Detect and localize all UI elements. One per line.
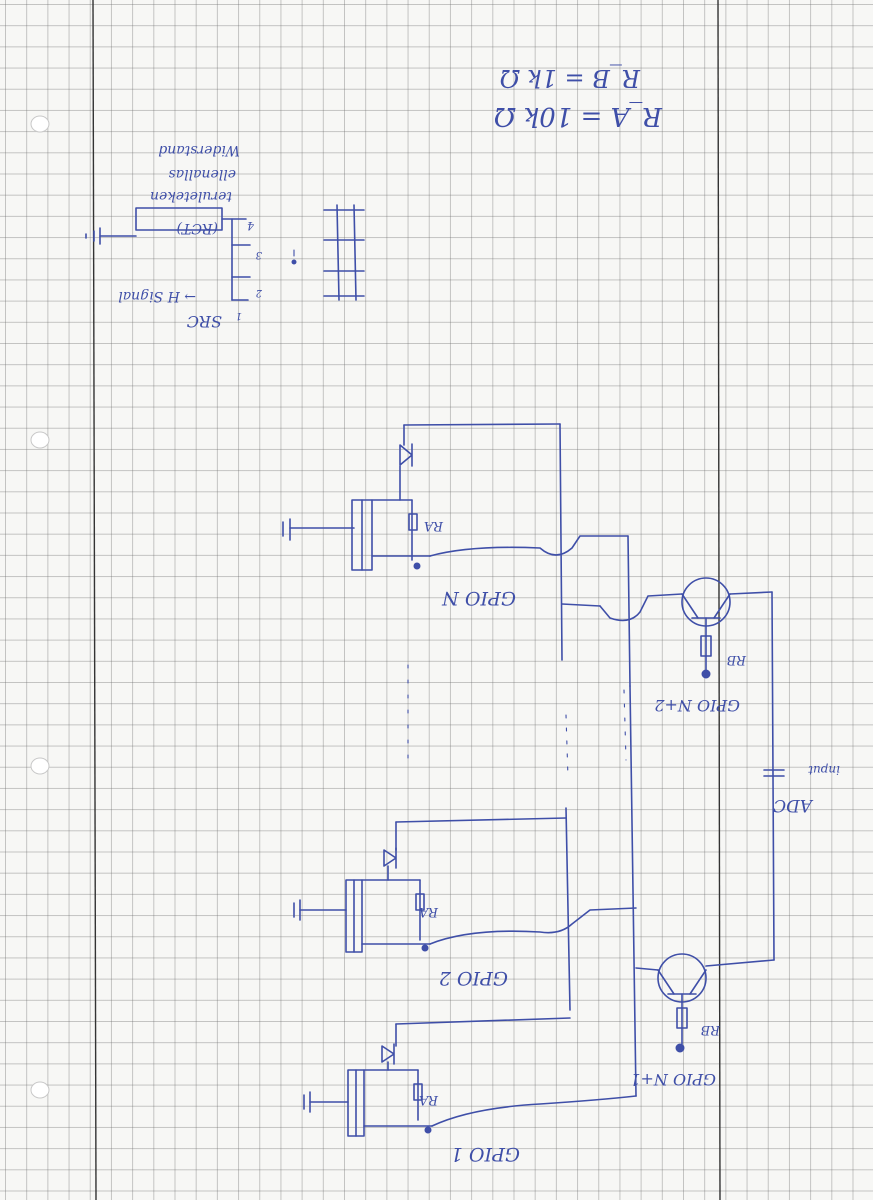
- header-strip-sketch: [323, 204, 365, 301]
- binder-holes: [30, 115, 50, 1099]
- pin-3-label: 3: [256, 249, 262, 260]
- component-note-line2: ellenallas: [169, 166, 236, 182]
- component-code: (RCT): [176, 220, 218, 236]
- pin-2-label: 2: [256, 287, 263, 298]
- adc-input: ADC input: [763, 763, 840, 815]
- component-sketch: [85, 207, 297, 301]
- diode-symbol: [399, 443, 413, 467]
- continuation-dots: [407, 664, 627, 779]
- gpio-label-transistor-top: GPIO N+2: [654, 696, 740, 715]
- stage-gpio-2: RA GPIO 2: [293, 807, 637, 1011]
- resistor-values-note: R_A = 10k Ω R_B = 1k Ω: [494, 64, 663, 131]
- resistor-rb: [676, 1007, 688, 1029]
- gpio-pin-dot: [675, 1043, 685, 1053]
- signal-label: → H Signal: [118, 288, 196, 304]
- component-note-line1: teruleteken: [150, 188, 232, 204]
- gpio-label-bottom: GPIO 1: [451, 1143, 520, 1165]
- pin-1-label: 1: [236, 310, 242, 321]
- diode-symbol: [381, 1043, 395, 1065]
- component-note-line3: Widerstand: [158, 142, 240, 158]
- resistor-label-ra-middle: RA: [419, 904, 439, 919]
- pin-4-label: 4: [247, 219, 255, 232]
- component-note: teruleteken ellenallas Widerstand (RCT) …: [118, 142, 263, 331]
- resistor-ra: [415, 893, 425, 911]
- transistor-bottom: RB GPIO N+1: [629, 685, 775, 1097]
- adc-label: ADC: [773, 795, 814, 815]
- transistor-top: RB GPIO N+2: [561, 577, 775, 961]
- src-label: SRC: [187, 312, 222, 331]
- resistor-rb: [700, 635, 712, 657]
- gpio-label-middle: GPIO 2: [439, 967, 508, 989]
- gpio-pin-dot: [424, 1126, 432, 1134]
- resistor-label-rb-top: RB: [727, 652, 747, 667]
- resistor-ra: [408, 513, 418, 531]
- resistor-a-value: R_A = 10k Ω: [494, 101, 663, 131]
- stage-gpio-n: RA GPIO N: [282, 423, 631, 687]
- resistor-label-ra-bottom: RA: [419, 1092, 439, 1107]
- resistor-b-value: R_B = 1k Ω: [500, 64, 641, 92]
- resistor-ra: [413, 1083, 423, 1101]
- diode-symbol: [383, 847, 397, 869]
- resistor-label-ra-top: RA: [424, 518, 444, 533]
- resistor-label-rb-bottom: RB: [701, 1022, 721, 1037]
- gpio-pin-dot: [701, 669, 711, 679]
- adc-sublabel: input: [808, 763, 840, 777]
- left-margin-line: [92, 0, 97, 1200]
- right-margin-line: [717, 0, 721, 1200]
- gpio-pin-dot: [413, 562, 421, 570]
- gpio-label-transistor-bottom: GPIO N+1: [630, 1070, 716, 1089]
- stage-gpio-1: RA GPIO 1: [303, 1017, 637, 1165]
- gpio-label-top: GPIO N: [441, 587, 516, 609]
- gpio-pin-dot: [421, 944, 429, 952]
